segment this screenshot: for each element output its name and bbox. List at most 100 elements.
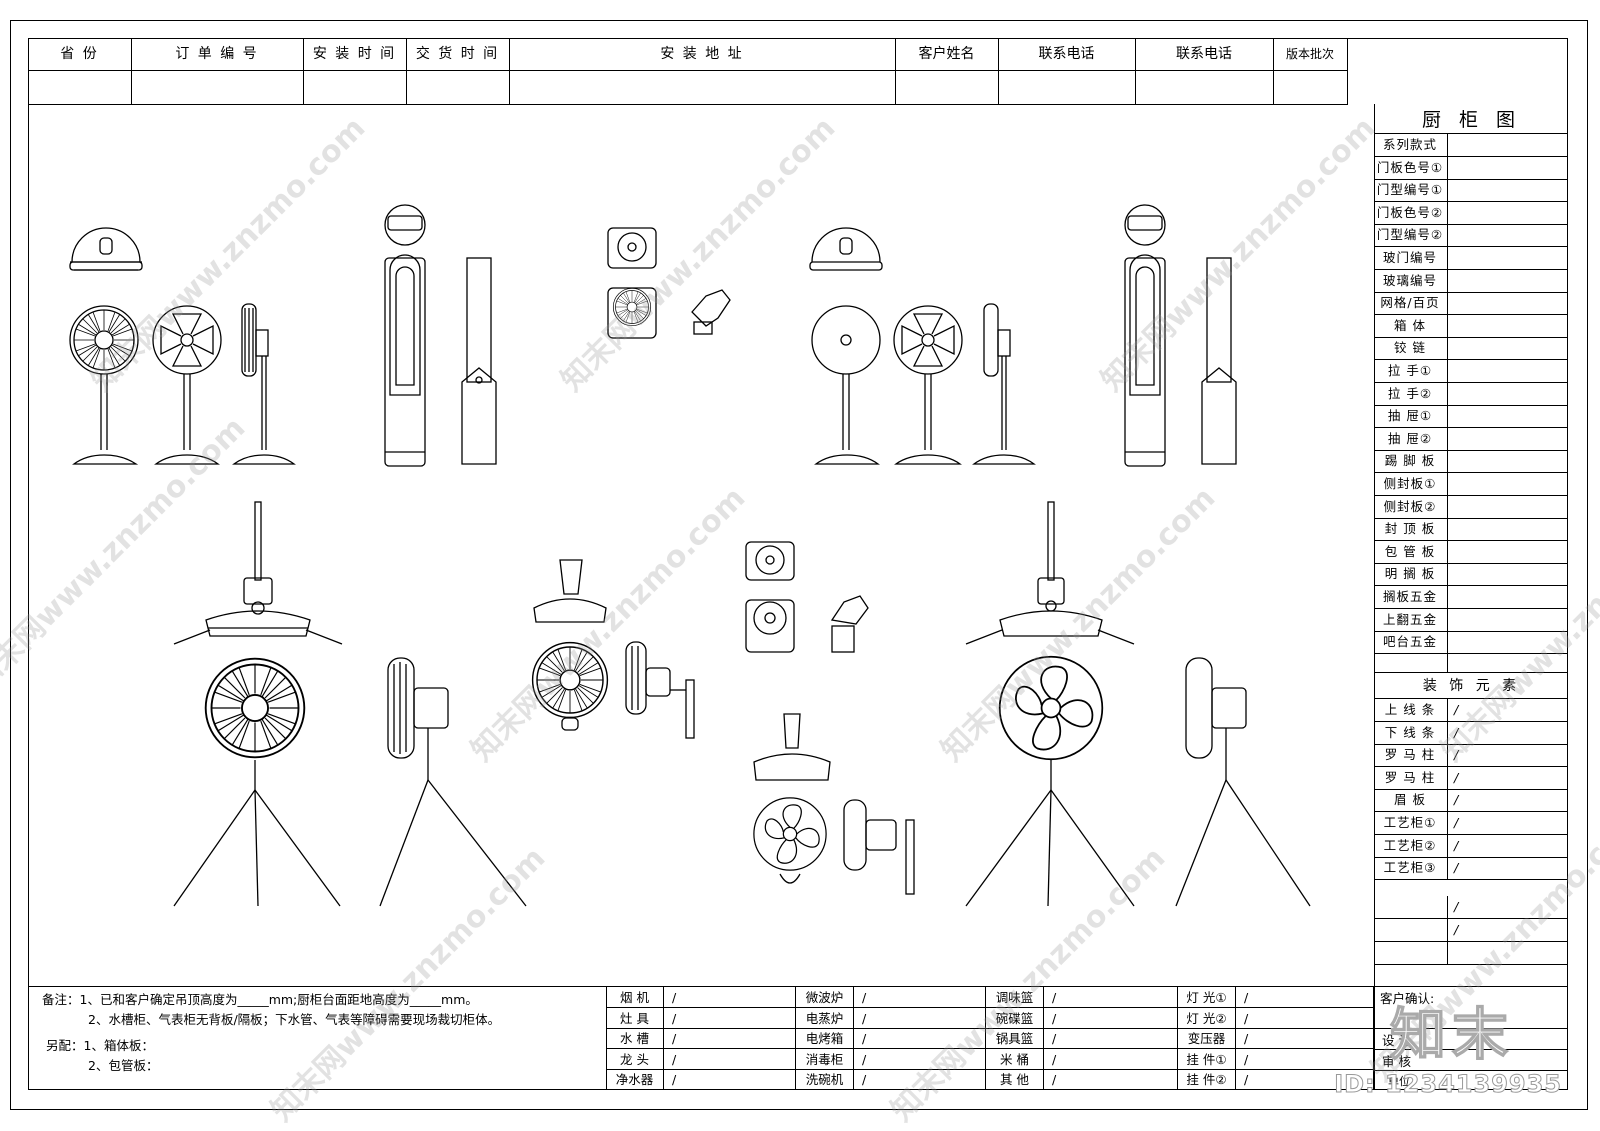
deco-value[interactable]: / (1447, 812, 1568, 834)
appliance-value[interactable]: / (854, 1007, 986, 1029)
deco-value[interactable]: / (1447, 699, 1568, 721)
deco-label: 罗 马 柱 (1384, 769, 1436, 785)
unit-label: 单位 (1388, 1075, 1410, 1088)
appliance-value[interactable]: / (664, 1007, 796, 1029)
appliance-label: 烟 机 (606, 987, 664, 1008)
appliance-value[interactable]: / (854, 1069, 986, 1091)
bottom-divider (28, 986, 1568, 987)
header-version-value[interactable] (1273, 70, 1348, 105)
side-spec-value[interactable] (1447, 179, 1568, 202)
header-order-no-value[interactable] (131, 70, 304, 105)
appliance-value[interactable]: / (854, 1028, 986, 1050)
appliance-value[interactable]: / (664, 1028, 796, 1050)
side-spec-value[interactable] (1447, 450, 1568, 473)
side-spec-label: 侧封板② (1383, 498, 1437, 514)
image-id-label: ID: 1234139935 (1334, 1070, 1562, 1099)
note-line-2: 2、水槽柜、气表柜无背板/隔板；下水管、气表等障碍需要现场裁切柜体。 (88, 1012, 501, 1027)
side-spec-label: 系列款式 (1382, 137, 1437, 152)
appliance-value[interactable]: / (1044, 1007, 1178, 1029)
header-province-value[interactable] (28, 70, 132, 105)
deco-value[interactable]: / (1447, 744, 1568, 767)
side-spec-row: 门型编号① (1375, 179, 1568, 203)
side-panel-divider (1374, 104, 1375, 986)
side-spec-value[interactable] (1447, 269, 1568, 292)
appliance-value[interactable]: / (1044, 1028, 1178, 1050)
deco-value[interactable]: / (1447, 834, 1568, 857)
side-spec-value[interactable] (1447, 134, 1568, 156)
side-spec-value[interactable] (1447, 518, 1568, 541)
side-spec-row: 侧封板② (1375, 495, 1568, 519)
side-spec-value[interactable] (1447, 631, 1568, 654)
side-spec-label: 门型编号① (1376, 182, 1444, 198)
header-phone-2-value[interactable] (1135, 70, 1274, 105)
side-spec-value[interactable] (1447, 337, 1568, 360)
appliance-value[interactable]: / (1236, 1028, 1374, 1050)
appliance-value[interactable]: / (664, 1069, 796, 1091)
appliance-value[interactable]: / (1044, 1069, 1178, 1091)
side-spec-value[interactable] (1447, 540, 1568, 563)
side-spec-value[interactable] (1447, 314, 1568, 337)
side-spec-value[interactable] (1447, 292, 1568, 315)
side-spec-value[interactable] (1447, 405, 1568, 428)
appliance-left-border (606, 986, 607, 1090)
wall-fans-middle (531, 559, 695, 739)
side-spec-row: 踢 脚 板 (1375, 450, 1568, 474)
side-spec-value[interactable] (1447, 473, 1568, 495)
note-line-1: 备注：1、已和客户确定吊顶高度为_____mm;厨柜台面距地高度为_____mm… (42, 992, 478, 1007)
side-spec-row: 抽 屉① (1375, 405, 1568, 429)
appliance-label: 电烤箱 (796, 1028, 854, 1050)
side-spec-value[interactable] (1447, 586, 1568, 608)
appliance-value[interactable]: / (664, 987, 796, 1008)
side-spec-row: 箱 体 (1375, 314, 1568, 338)
side-spec-value[interactable] (1447, 224, 1568, 247)
side-spec-value[interactable] (1447, 563, 1568, 586)
appliance-value[interactable]: / (1236, 1048, 1374, 1070)
appliance-label: 洗碗机 (796, 1069, 854, 1091)
tower-fan-left (384, 204, 497, 467)
appliance-value[interactable]: / (1044, 987, 1178, 1008)
side-spec-row: 吧台五金 (1375, 631, 1568, 655)
appliance-value[interactable]: / (854, 1048, 986, 1070)
deco-label: 工艺柜③ (1383, 860, 1437, 876)
deco-value[interactable]: / (1447, 766, 1568, 789)
header-install-time-value[interactable] (303, 70, 407, 105)
tower-fan-right (1124, 204, 1237, 467)
header-phone-1-value[interactable] (998, 70, 1136, 105)
side-blank-row (1375, 650, 1568, 673)
appliance-value[interactable]: / (1236, 987, 1374, 1008)
outer-border (10, 20, 1588, 1110)
side-spec-value[interactable] (1447, 495, 1568, 518)
deco-blank-value-1[interactable]: / (1447, 896, 1568, 918)
header-delivery-time-value[interactable] (406, 70, 510, 105)
appliance-label: 电蒸炉 (796, 1007, 854, 1029)
appliance-value[interactable]: / (664, 1048, 796, 1070)
side-spec-value[interactable] (1447, 427, 1568, 450)
deco-value[interactable]: / (1447, 721, 1568, 744)
side-spec-value[interactable] (1447, 156, 1568, 179)
header-install-address-value[interactable] (509, 70, 896, 105)
header-customer-name-value[interactable] (895, 70, 999, 105)
header-customer-name: 客户姓名 (895, 38, 999, 71)
deco-row: 上 线 条/ (1375, 699, 1568, 722)
side-spec-value[interactable] (1447, 360, 1568, 382)
deco-blank-value-2[interactable]: / (1447, 919, 1568, 941)
side-spec-row: 网格/百页 (1375, 292, 1568, 316)
appliance-value[interactable]: / (1236, 1007, 1374, 1029)
appliance-value[interactable]: / (1044, 1048, 1178, 1070)
side-spec-value[interactable] (1447, 201, 1568, 224)
desk-fans-center (745, 541, 915, 895)
appliance-value[interactable]: / (1236, 1069, 1374, 1091)
note-line-4: 2、包管板： (88, 1058, 159, 1073)
appliance-value[interactable]: / (854, 987, 986, 1008)
side-spec-value[interactable] (1447, 247, 1568, 269)
side-spec-row: 明 搁 板 (1375, 563, 1568, 587)
side-spec-value[interactable] (1447, 382, 1568, 405)
side-spec-value[interactable] (1447, 608, 1568, 631)
deco-value[interactable]: / (1447, 789, 1568, 812)
header-phone-1: 联系电话 (998, 38, 1136, 71)
deco-label: 下 线 条 (1384, 724, 1436, 740)
header-delivery-time: 交 货 时 间 (406, 38, 510, 71)
deco-value[interactable]: / (1447, 857, 1568, 880)
tripod-fans-left (173, 501, 527, 907)
